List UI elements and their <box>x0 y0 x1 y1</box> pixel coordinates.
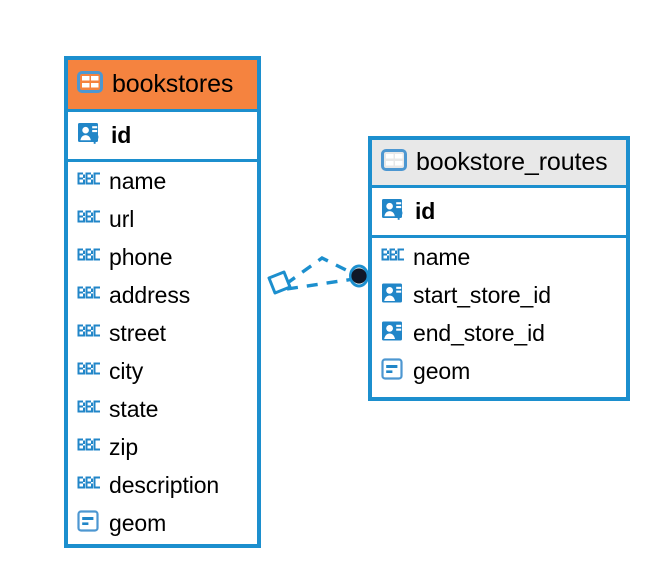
column-row[interactable]: description <box>68 466 257 504</box>
abc-text-icon <box>77 170 101 192</box>
abc-text-icon <box>77 360 101 382</box>
column-row[interactable]: phone <box>68 238 257 276</box>
column-label: end_store_id <box>413 319 545 346</box>
primary-key-card-icon <box>77 121 103 150</box>
abc-text-icon <box>77 322 101 344</box>
abc-text-icon <box>77 208 101 230</box>
target-marker-ring <box>349 264 369 288</box>
column-label: zip <box>109 433 139 460</box>
foreign-key-card-icon <box>381 320 405 347</box>
column-row[interactable]: zip <box>68 428 257 466</box>
abc-text-icon <box>77 436 101 458</box>
primary-key-label-bookstores: id <box>111 122 132 148</box>
column-row[interactable]: name <box>372 238 626 276</box>
primary-key-section-bookstores: id <box>68 112 257 162</box>
entity-title-bookstore-routes: bookstore_routes <box>416 148 608 176</box>
column-row[interactable]: end_store_id <box>372 314 626 352</box>
abc-text-icon <box>77 246 101 268</box>
column-row[interactable]: geom <box>68 504 257 542</box>
column-label: address <box>109 281 191 308</box>
primary-key-row-bookstores[interactable]: id <box>68 112 257 159</box>
relationship-line-upper <box>285 256 355 286</box>
column-row[interactable]: address <box>68 276 257 314</box>
abc-text-icon <box>77 398 101 420</box>
column-row[interactable]: start_store_id <box>372 276 626 314</box>
entity-header-bookstores[interactable]: bookstores <box>68 60 257 112</box>
filled-circle-marker <box>351 268 367 284</box>
column-list-bookstores: name <box>68 162 257 542</box>
column-row[interactable]: state <box>68 390 257 428</box>
table-grid-icon <box>381 149 407 176</box>
entity-header-bookstore-routes[interactable]: bookstore_routes <box>372 140 626 188</box>
relationship-line-lower <box>286 277 355 291</box>
column-label: geom <box>109 509 167 536</box>
column-label: street <box>109 319 166 346</box>
primary-key-label-bookstore-routes: id <box>415 198 436 224</box>
column-label: description <box>109 471 220 498</box>
primary-key-section-bookstore-routes: id <box>372 188 626 238</box>
column-row[interactable]: street <box>68 314 257 352</box>
foreign-key-card-icon <box>381 282 405 309</box>
open-diamond-marker <box>267 270 292 295</box>
table-grid-icon <box>77 71 103 98</box>
column-row[interactable]: geom <box>372 352 626 390</box>
geometry-icon <box>77 509 101 537</box>
column-label: name <box>109 167 167 194</box>
column-list-bookstore-routes: name start_store_id <box>372 238 626 390</box>
entity-table-bookstore-routes[interactable]: bookstore_routes id <box>368 136 630 401</box>
column-row[interactable]: name <box>68 162 257 200</box>
abc-text-icon <box>77 474 101 496</box>
column-row[interactable]: city <box>68 352 257 390</box>
primary-key-row-bookstore-routes[interactable]: id <box>372 188 626 235</box>
abc-text-icon <box>77 284 101 306</box>
column-label: state <box>109 395 159 422</box>
column-label: name <box>413 243 471 270</box>
column-label: phone <box>109 243 173 270</box>
primary-key-card-icon <box>381 197 407 226</box>
entity-title-bookstores: bookstores <box>112 70 234 98</box>
geometry-icon <box>381 357 405 385</box>
column-row[interactable]: url <box>68 200 257 238</box>
column-label: city <box>109 357 144 384</box>
entity-table-bookstores[interactable]: bookstores id <box>64 56 261 548</box>
column-label: geom <box>413 357 471 384</box>
abc-text-icon <box>381 246 405 268</box>
column-label: start_store_id <box>413 281 551 308</box>
column-label: url <box>109 205 135 232</box>
